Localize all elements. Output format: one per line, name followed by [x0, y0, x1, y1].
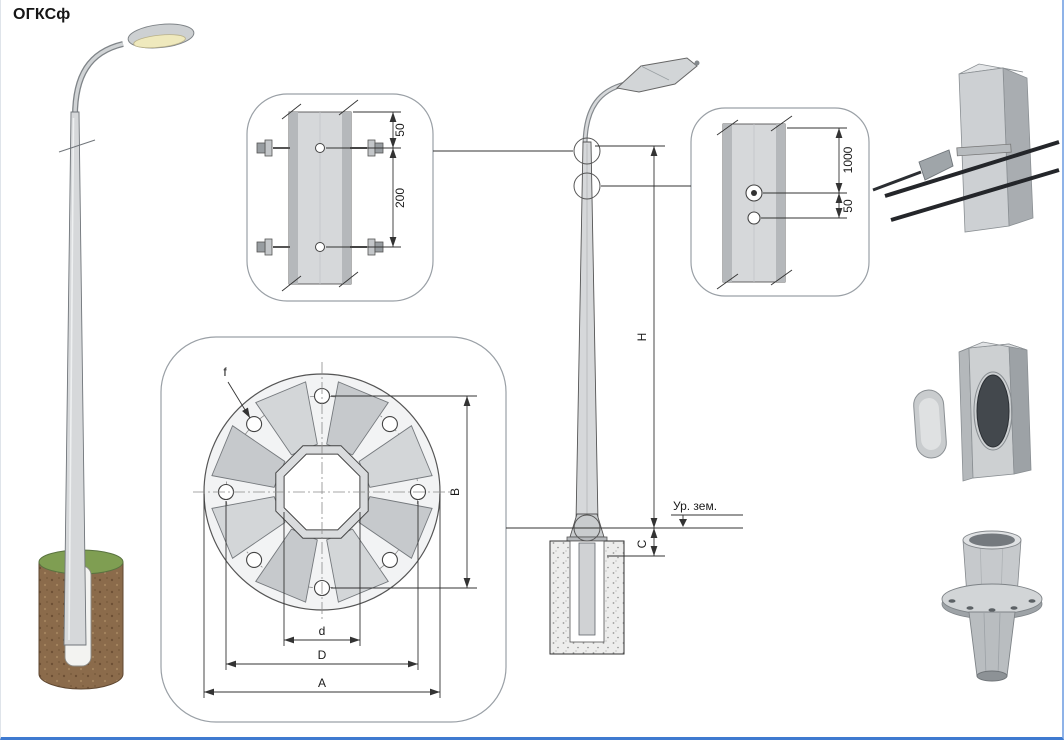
pole-highlight	[68, 117, 75, 641]
wedge-clamp	[918, 149, 954, 181]
break-mark	[281, 275, 302, 292]
base-cone	[968, 611, 1016, 677]
luminaire-line	[640, 65, 670, 81]
dim-label-C: C	[635, 539, 649, 548]
cup-opening	[969, 533, 1015, 547]
detail-top-callout: 50 200	[246, 93, 434, 302]
lamp-glass	[133, 34, 186, 49]
dim-label-D: D	[318, 648, 327, 662]
bracket-arm-3d	[73, 42, 124, 117]
ground-level-label: Ур. зем.	[673, 499, 717, 513]
handhole-opening	[976, 374, 1010, 448]
dim-label-B: B	[448, 488, 462, 496]
detail-circle-top	[573, 137, 601, 165]
clamp-bolt-upper-left	[256, 139, 290, 157]
pole-facet-edge	[723, 124, 732, 282]
pole-3d-render	[38, 23, 195, 690]
cone-bottom	[976, 670, 1008, 682]
dim-label-1000: 1000	[841, 146, 855, 173]
embedded-pole	[578, 542, 596, 636]
clamp-wire	[872, 170, 922, 192]
clamp-bolt-lower-left	[256, 238, 290, 256]
mount-hole	[315, 143, 325, 153]
grounding-wire	[890, 168, 1060, 222]
page-title: ОГКСф	[13, 6, 71, 23]
pole-facet-edge	[776, 124, 785, 282]
dim-label-50: 50	[841, 199, 855, 213]
luminaire	[615, 57, 698, 93]
clamp-band	[956, 143, 1012, 157]
pole-shaft-3d	[63, 111, 87, 646]
pole-facet-edge	[289, 112, 298, 284]
pole-elevation: Ур. зем. H C	[506, 57, 743, 655]
ground-bolt	[751, 190, 757, 196]
drain-hole	[747, 211, 761, 225]
dim-label-A: A	[318, 676, 326, 690]
dim-label-200: 200	[393, 188, 407, 208]
render-handhole-cover	[913, 341, 1032, 482]
detail-side-callout: 1000 50	[690, 107, 870, 297]
break-mark	[716, 273, 739, 290]
render-grounding-clamp	[872, 63, 1060, 233]
grounding-wire	[884, 140, 1060, 198]
break-mark	[338, 271, 359, 288]
break-mark	[58, 139, 96, 153]
break-mark	[716, 119, 739, 136]
dim-label-d: d	[319, 624, 326, 638]
handhole-rim	[973, 371, 1013, 451]
flange-bolt-holes	[948, 599, 1036, 612]
bracket-arm-fill	[583, 82, 626, 147]
base-flange	[566, 536, 608, 542]
break-mark	[281, 103, 302, 120]
pole-facet-edge	[342, 112, 351, 284]
cover-plate-face	[918, 398, 942, 450]
break-mark	[770, 115, 793, 132]
luminaire-3d	[127, 23, 195, 49]
detail-circle-mid	[573, 172, 601, 200]
dim-label-H: H	[635, 333, 649, 342]
level-mark	[679, 519, 687, 527]
break-mark	[770, 269, 793, 286]
dim-label-f: f	[223, 365, 227, 379]
luminaire-nose	[694, 60, 700, 66]
render-flange-base	[941, 530, 1043, 682]
flange-plan-callout: f B d D	[160, 336, 507, 723]
break-mark	[338, 99, 359, 116]
dim-label-50: 50	[393, 123, 407, 137]
mount-hole	[315, 242, 325, 252]
